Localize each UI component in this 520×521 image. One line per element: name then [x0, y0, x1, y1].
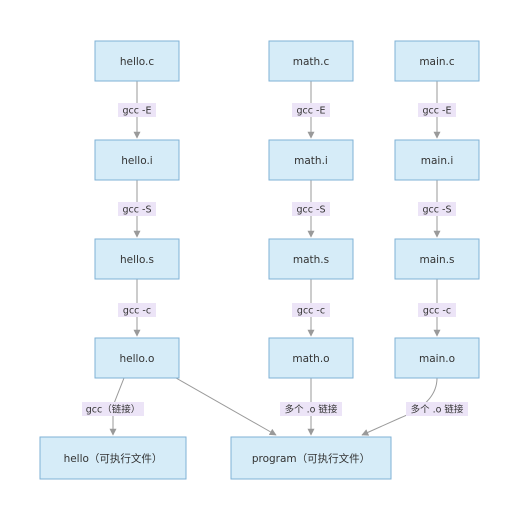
svg-text:hello.s: hello.s: [120, 254, 154, 266]
label-gcc-link: gcc（链接）: [82, 402, 144, 416]
svg-text:gcc -E: gcc -E: [423, 106, 452, 117]
label-main-gcc-e: gcc -E: [418, 103, 456, 117]
node-hello-o: hello.o: [94, 337, 180, 379]
label-hello-gcc-e: gcc -E: [118, 103, 156, 117]
node-hello-c: hello.c: [94, 40, 180, 82]
node-main-c: main.c: [394, 40, 480, 82]
svg-text:多个 .o 链接: 多个 .o 链接: [411, 404, 464, 416]
svg-text:gcc -c: gcc -c: [123, 306, 151, 317]
svg-text:math.s: math.s: [293, 254, 329, 266]
svg-text:hello.o: hello.o: [120, 353, 155, 365]
svg-text:gcc -E: gcc -E: [297, 106, 326, 117]
svg-text:math.o: math.o: [292, 353, 329, 365]
svg-text:gcc -c: gcc -c: [423, 306, 451, 317]
label-math-gcc-e: gcc -E: [292, 103, 330, 117]
label-math-multi-link: 多个 .o 链接: [280, 402, 342, 416]
label-main-gcc-s: gcc -S: [418, 202, 456, 216]
node-program-executable: program（可执行文件）: [230, 436, 392, 480]
svg-text:main.s: main.s: [419, 254, 454, 266]
svg-text:gcc（链接）: gcc（链接）: [86, 404, 140, 416]
node-math-c: math.c: [268, 40, 354, 82]
node-hello-executable: hello（可执行文件）: [39, 436, 187, 480]
svg-text:main.i: main.i: [421, 155, 454, 167]
svg-text:program（可执行文件）: program（可执行文件）: [252, 452, 370, 465]
node-main-s: main.s: [394, 238, 480, 280]
node-main-i: main.i: [394, 139, 480, 181]
svg-text:gcc -c: gcc -c: [297, 306, 325, 317]
svg-text:main.o: main.o: [419, 353, 455, 365]
svg-text:多个 .o 链接: 多个 .o 链接: [285, 404, 338, 416]
svg-text:gcc -S: gcc -S: [423, 205, 452, 216]
svg-text:math.i: math.i: [294, 155, 328, 167]
node-hello-s: hello.s: [94, 238, 180, 280]
svg-text:math.c: math.c: [293, 56, 330, 68]
svg-text:gcc -E: gcc -E: [123, 106, 152, 117]
svg-text:gcc -S: gcc -S: [123, 205, 152, 216]
label-hello-gcc-s: gcc -S: [118, 202, 156, 216]
label-math-gcc-s: gcc -S: [292, 202, 330, 216]
edge-hello-o-to-program: [175, 377, 277, 436]
node-math-o: math.o: [268, 337, 354, 379]
node-math-i: math.i: [268, 139, 354, 181]
label-hello-gcc-c: gcc -c: [118, 303, 156, 317]
svg-text:gcc -S: gcc -S: [297, 205, 326, 216]
node-math-s: math.s: [268, 238, 354, 280]
node-main-o: main.o: [394, 337, 480, 379]
node-hello-i: hello.i: [94, 139, 180, 181]
svg-text:hello.i: hello.i: [121, 155, 152, 167]
svg-text:main.c: main.c: [419, 56, 455, 68]
label-math-gcc-c: gcc -c: [292, 303, 330, 317]
label-main-multi-link: 多个 .o 链接: [406, 402, 468, 416]
label-main-gcc-c: gcc -c: [418, 303, 456, 317]
svg-text:hello.c: hello.c: [120, 56, 155, 68]
svg-text:hello（可执行文件）: hello（可执行文件）: [64, 452, 163, 465]
